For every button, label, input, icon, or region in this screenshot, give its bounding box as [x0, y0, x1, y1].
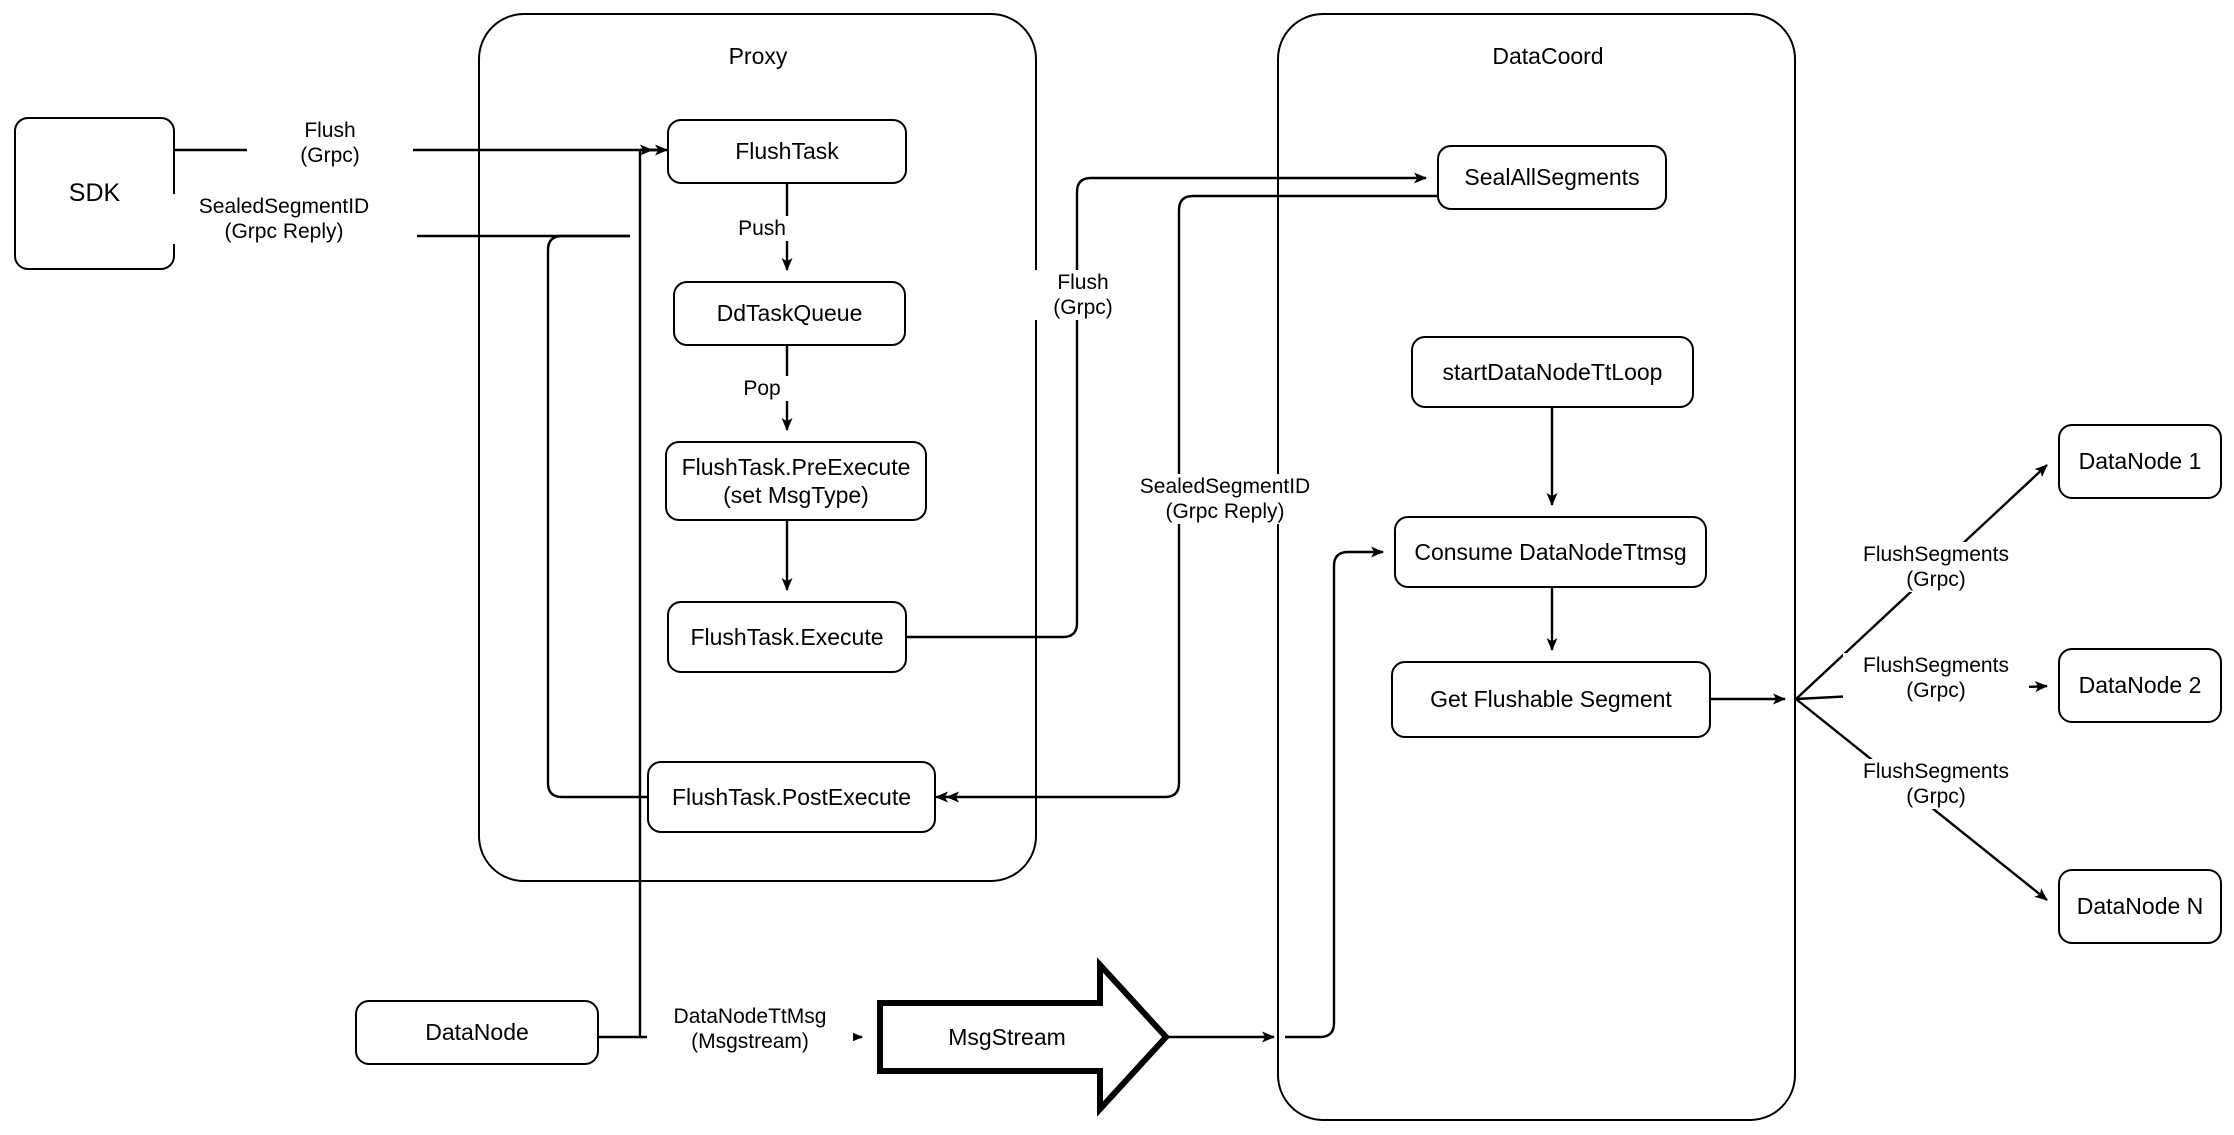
node-datanode-n[interactable]: DataNode N — [2058, 869, 2222, 944]
node-sdk[interactable]: SDK — [14, 117, 175, 270]
node-get-flushable-segment[interactable]: Get Flushable Segment — [1391, 661, 1711, 738]
node-flushtask-execute[interactable]: FlushTask.Execute — [667, 601, 907, 673]
edge-label-flushsegments-grpc-1: FlushSegments (Grpc) — [1843, 542, 2029, 593]
node-flushtask-postexecute[interactable]: FlushTask.PostExecute — [647, 761, 936, 833]
node-consume-datanodettmsg[interactable]: Consume DataNodeTtmsg — [1394, 516, 1707, 588]
node-datanode-2[interactable]: DataNode 2 — [2058, 648, 2222, 723]
msgstream-label: MsgStream — [948, 1024, 1066, 1050]
node-flushtask[interactable]: FlushTask — [667, 119, 907, 184]
edge-label-flushsegments-grpc-n: FlushSegments (Grpc) — [1843, 759, 2029, 810]
edge-label-sealedsegmentid-grpc-reply-sdk: SealedSegmentID (Grpc Reply) — [151, 194, 417, 245]
node-flushtask-preexecute[interactable]: FlushTask.PreExecute (set MsgType) — [665, 441, 927, 521]
edge-label-pop: Pop — [709, 376, 815, 402]
container-datacoord-title: DataCoord — [1492, 43, 1604, 69]
edge-label-flushsegments-grpc-2: FlushSegments (Grpc) — [1843, 653, 2029, 704]
container-proxy-title: Proxy — [728, 43, 788, 69]
edge-label-sealedsegmentid-grpc-reply-mid: SealedSegmentID (Grpc Reply) — [1092, 474, 1358, 525]
node-sealallsegments[interactable]: SealAllSegments — [1437, 145, 1667, 210]
edge-label-flush-grpc-sdk: Flush (Grpc) — [247, 118, 413, 169]
node-startdatanodettloop[interactable]: startDataNodeTtLoop — [1411, 336, 1694, 408]
edge-label-push: Push — [709, 216, 815, 242]
node-datanode-1[interactable]: DataNode 1 — [2058, 424, 2222, 499]
node-ddtaskqueue[interactable]: DdTaskQueue — [673, 281, 906, 346]
node-datanode-bottom[interactable]: DataNode — [355, 1000, 599, 1065]
edge-label-datanodettmsg-msgstream: DataNodeTtMsg (Msgstream) — [647, 1004, 853, 1055]
edge-label-flush-grpc-mid: Flush (Grpc) — [1000, 270, 1166, 321]
container-datacoord — [1277, 13, 1796, 1121]
container-proxy — [478, 13, 1037, 882]
